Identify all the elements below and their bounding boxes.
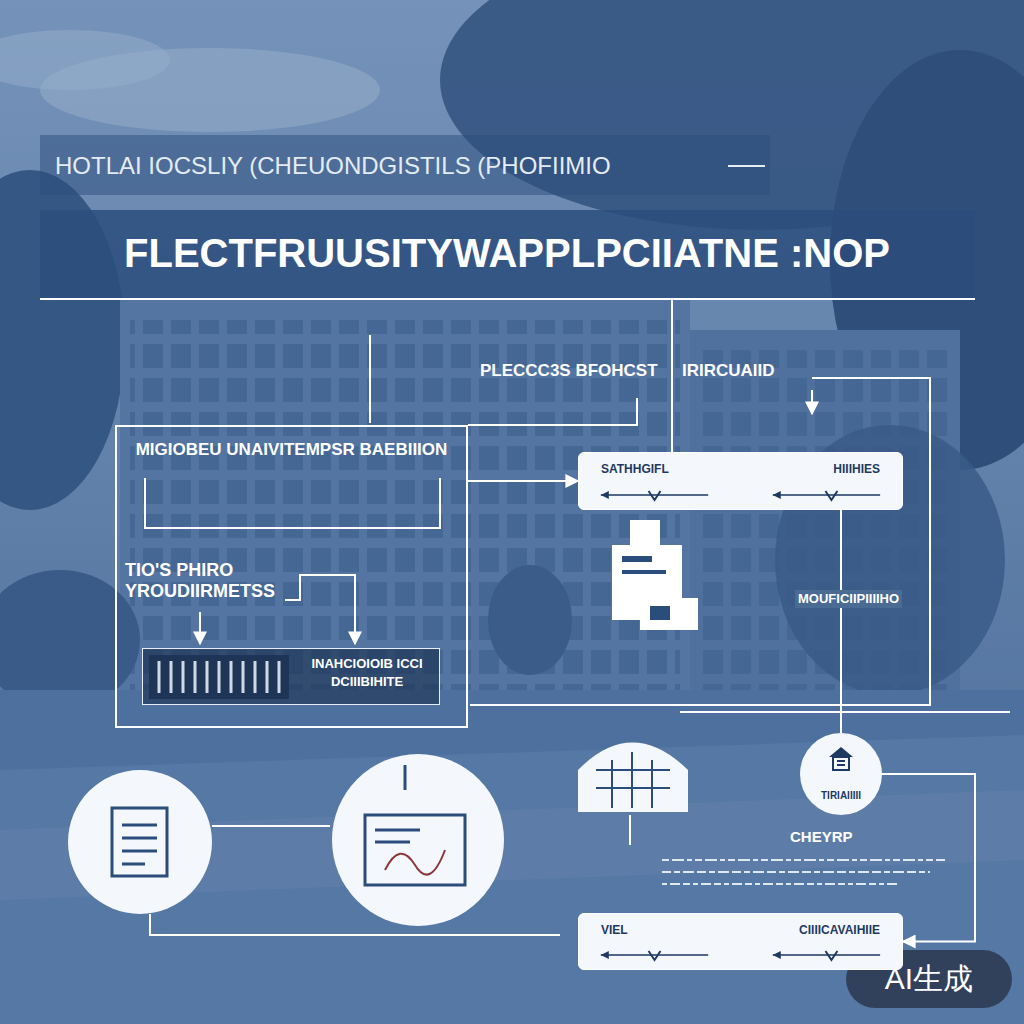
box-label: SATHHGIFL [601, 462, 669, 477]
strip-head [601, 951, 781, 959]
folder-icon [365, 765, 465, 885]
folder-circle [332, 754, 504, 926]
leader-line [468, 398, 637, 425]
box-label: HIIIHIES [833, 462, 880, 477]
header-strip [40, 135, 770, 195]
document-circle [68, 770, 212, 914]
group-box: MIGIOBEU UNAIVITEMPSR BAEBIIION INAHCIOIO… [115, 425, 468, 728]
leader-line [369, 335, 371, 423]
icon-detail [596, 752, 670, 808]
icon-detail [622, 556, 652, 562]
title-rule [40, 298, 975, 300]
icon-part [112, 808, 167, 876]
panel-stripes [159, 661, 279, 693]
process-box: SATHHGIFL HIIIHIES [578, 452, 903, 510]
small-print [662, 860, 945, 884]
strip-chevron [649, 491, 838, 500]
panel-fill [149, 655, 289, 699]
flow-connector [468, 480, 578, 482]
flow-connector [840, 510, 842, 733]
icon-part [640, 598, 698, 630]
icon-label: CHEYRP [790, 828, 853, 846]
flow-label: IRIRCUAIID [682, 360, 775, 381]
house-lines [837, 761, 845, 765]
icon-detail [375, 830, 420, 842]
lamp-post [629, 815, 631, 845]
small-print-line [662, 871, 930, 873]
leader-lines [145, 300, 1010, 935]
flow-label: PLECCC3S BFOHCST [480, 360, 658, 381]
icon-part [630, 520, 660, 548]
icon-detail [650, 606, 670, 620]
ground-line [680, 711, 1010, 713]
striped-panel [149, 655, 289, 699]
icon-squiggle [385, 850, 445, 875]
house-icon [826, 745, 856, 771]
leader-line [671, 300, 673, 452]
arrow-strip [579, 948, 902, 964]
house-body [833, 757, 849, 770]
arrow-strip [579, 488, 902, 504]
small-print-line [662, 883, 900, 885]
diagram-title: FLECTFRUUSITYWAPPLPCIIATNE :NOP [124, 229, 890, 277]
leader-arrow [199, 612, 201, 644]
strip-line [601, 494, 880, 496]
circle-label: TIRIAIIIII [821, 790, 861, 802]
icon-part [365, 815, 465, 885]
connector-line [212, 825, 330, 827]
frame-line [470, 378, 930, 705]
panel-text: INAHCIOIOIB ICCI DCIIIBIHITE [303, 655, 431, 691]
icon-part [578, 743, 688, 813]
leader-arrow [811, 390, 813, 414]
group-heading: MIGIOBEU UNAIVITEMPSR BAEBIIION [125, 439, 458, 461]
header-dash [728, 165, 765, 167]
requirement-label: TIO'S PHIRO YROUDIIRMETSS [125, 560, 300, 602]
strip-chevron [649, 951, 838, 960]
side-label: MOUFICIIPIIIIHO [795, 590, 902, 608]
machine-icon [612, 520, 698, 630]
icon-arrow [404, 765, 407, 790]
icon-detail [622, 570, 666, 574]
building-icon [578, 743, 688, 813]
strip-line [601, 954, 880, 956]
leader-arrow [285, 575, 355, 644]
title-band [40, 210, 975, 298]
house-roof [829, 747, 853, 757]
small-print-line [662, 859, 945, 861]
header-text: HOTLAI IOCSLIY (CHEUONDGISTILS (PHOFIIMI… [55, 152, 611, 180]
box-label: VIEL [601, 923, 628, 938]
process-box: VIEL CIIIICAVAIHIIE [578, 913, 903, 970]
house-circle: TIRIAIIIII [800, 733, 882, 815]
icon-detail [122, 825, 157, 864]
connector-line [150, 914, 560, 935]
bracket-line [145, 478, 440, 528]
document-icon [112, 808, 167, 876]
box-label: CIIIICAVAIHIIE [799, 923, 880, 938]
panel-box: INAHCIOIOIB ICCI DCIIIBIHITE [142, 648, 440, 705]
strip-head [601, 491, 781, 499]
